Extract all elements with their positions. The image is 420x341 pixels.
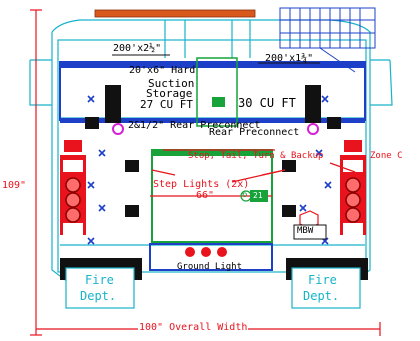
preconnect-ring-left-icon <box>112 123 124 135</box>
preconnect-right-label: Rear Preconnect <box>209 127 300 138</box>
zone-c-label: Zone C <box>370 151 403 161</box>
preconnect-ring-right-icon <box>307 123 319 135</box>
left-compartment-label: 27 CU FT <box>140 98 193 111</box>
lightbar <box>94 9 256 18</box>
mbw-box <box>293 224 327 240</box>
ground-light-label: Ground Light <box>177 262 243 272</box>
rear-panel-top-bar <box>152 150 272 156</box>
hose-label-top-right: 200'x1¾" <box>265 53 314 64</box>
preconnect-left-label: 2&1/2" Rear Preconnect <box>128 120 261 131</box>
suction-label-line3: Storage <box>146 87 193 100</box>
mbw-hexagon-icon <box>299 210 319 229</box>
compartment-right-rollup <box>305 85 321 123</box>
hose-dimension-lines <box>112 54 320 64</box>
compartment-left-rollup <box>105 85 121 123</box>
marker-21-label: 21 <box>253 191 263 200</box>
preconnect-box-icon <box>212 97 225 107</box>
hose-bed-frame <box>59 61 366 123</box>
mudflap-left-line2: Dept. <box>80 289 117 303</box>
hose-label-top-left: 200'x2½" <box>113 43 162 54</box>
dimension-mid-label: 66" <box>196 190 215 201</box>
wheel-left <box>60 258 142 309</box>
marker-21-box <box>250 190 268 202</box>
step-light-boxes <box>85 117 341 217</box>
mudflap-left-line1: Fire <box>85 273 114 287</box>
wheel-right <box>286 258 368 309</box>
mudflap-right-line1: Fire <box>308 273 337 287</box>
right-compartment-label: 30 CU FT <box>238 96 296 110</box>
marker-6-label: 6 <box>242 190 248 200</box>
suction-storage-panel <box>196 57 238 127</box>
dimension-height-label: 109" <box>2 180 27 191</box>
tail-light-column-right <box>340 140 366 235</box>
step-lights-label: Step Lights (2x) <box>153 179 250 190</box>
marker-6-circle-icon <box>240 190 252 202</box>
overall-width-label: 100" Overall Width <box>138 322 249 333</box>
mudflap-right-line2: Dept. <box>303 289 340 303</box>
suction-label-line2: Suction <box>148 77 195 90</box>
mbw-label: MBW <box>297 226 314 236</box>
tread-marks <box>87 95 332 245</box>
rear-bumper <box>149 243 273 271</box>
tail-light-column-left <box>60 140 86 235</box>
suction-label-line1: 20'x6" Hard <box>129 65 196 76</box>
ground-light-row <box>185 247 227 257</box>
ladder-rack <box>279 7 376 73</box>
lights-callout-label: Stop, Tail, Turn & Backup <box>188 151 324 161</box>
